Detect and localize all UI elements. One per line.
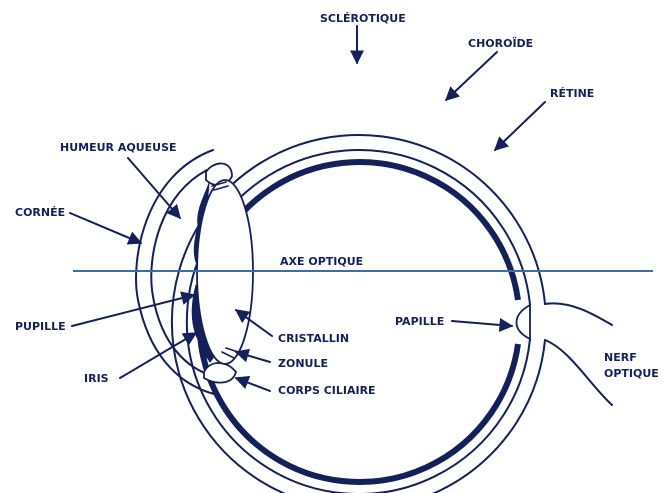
label-nerf-line-1: NERF — [604, 351, 637, 364]
cornee-arrow — [70, 213, 141, 243]
label-retine: RÉTINE — [550, 87, 594, 100]
papilla — [517, 305, 531, 339]
label-cristallin: CRISTALLIN — [278, 332, 349, 345]
choroide-arrow — [446, 52, 497, 100]
label-zonule: ZONULE — [278, 357, 328, 370]
iris-arrow — [120, 333, 196, 378]
corps-ciliaire-arrow — [236, 378, 270, 391]
label-sclerotique: SCLÉROTIQUE — [320, 12, 406, 25]
pupille-arrow — [72, 295, 194, 326]
label-choroide: CHOROÏDE — [468, 36, 533, 50]
retine-arrow — [495, 102, 545, 150]
label-nerf-line-2: OPTIQUE — [604, 367, 659, 380]
optic-nerve-top — [545, 303, 612, 325]
label-cornee: CORNÉE — [15, 206, 65, 219]
ciliary-body-bottom — [204, 363, 236, 383]
papille-arrow — [452, 321, 512, 326]
humeur-aqueuse-arrow — [128, 158, 180, 218]
label-corps-ciliaire: CORPS CILIAIRE — [278, 384, 376, 397]
label-papille: PAPILLE — [395, 315, 444, 328]
label-axe-optique: AXE OPTIQUE — [280, 255, 363, 268]
label-humeur-aqueuse: HUMEUR AQUEUSE — [60, 141, 177, 154]
zonule-arrow — [236, 352, 270, 362]
label-pupille: PUPILLE — [15, 320, 66, 333]
label-iris: IRIS — [84, 372, 109, 385]
optic-nerve-bottom — [545, 340, 612, 405]
